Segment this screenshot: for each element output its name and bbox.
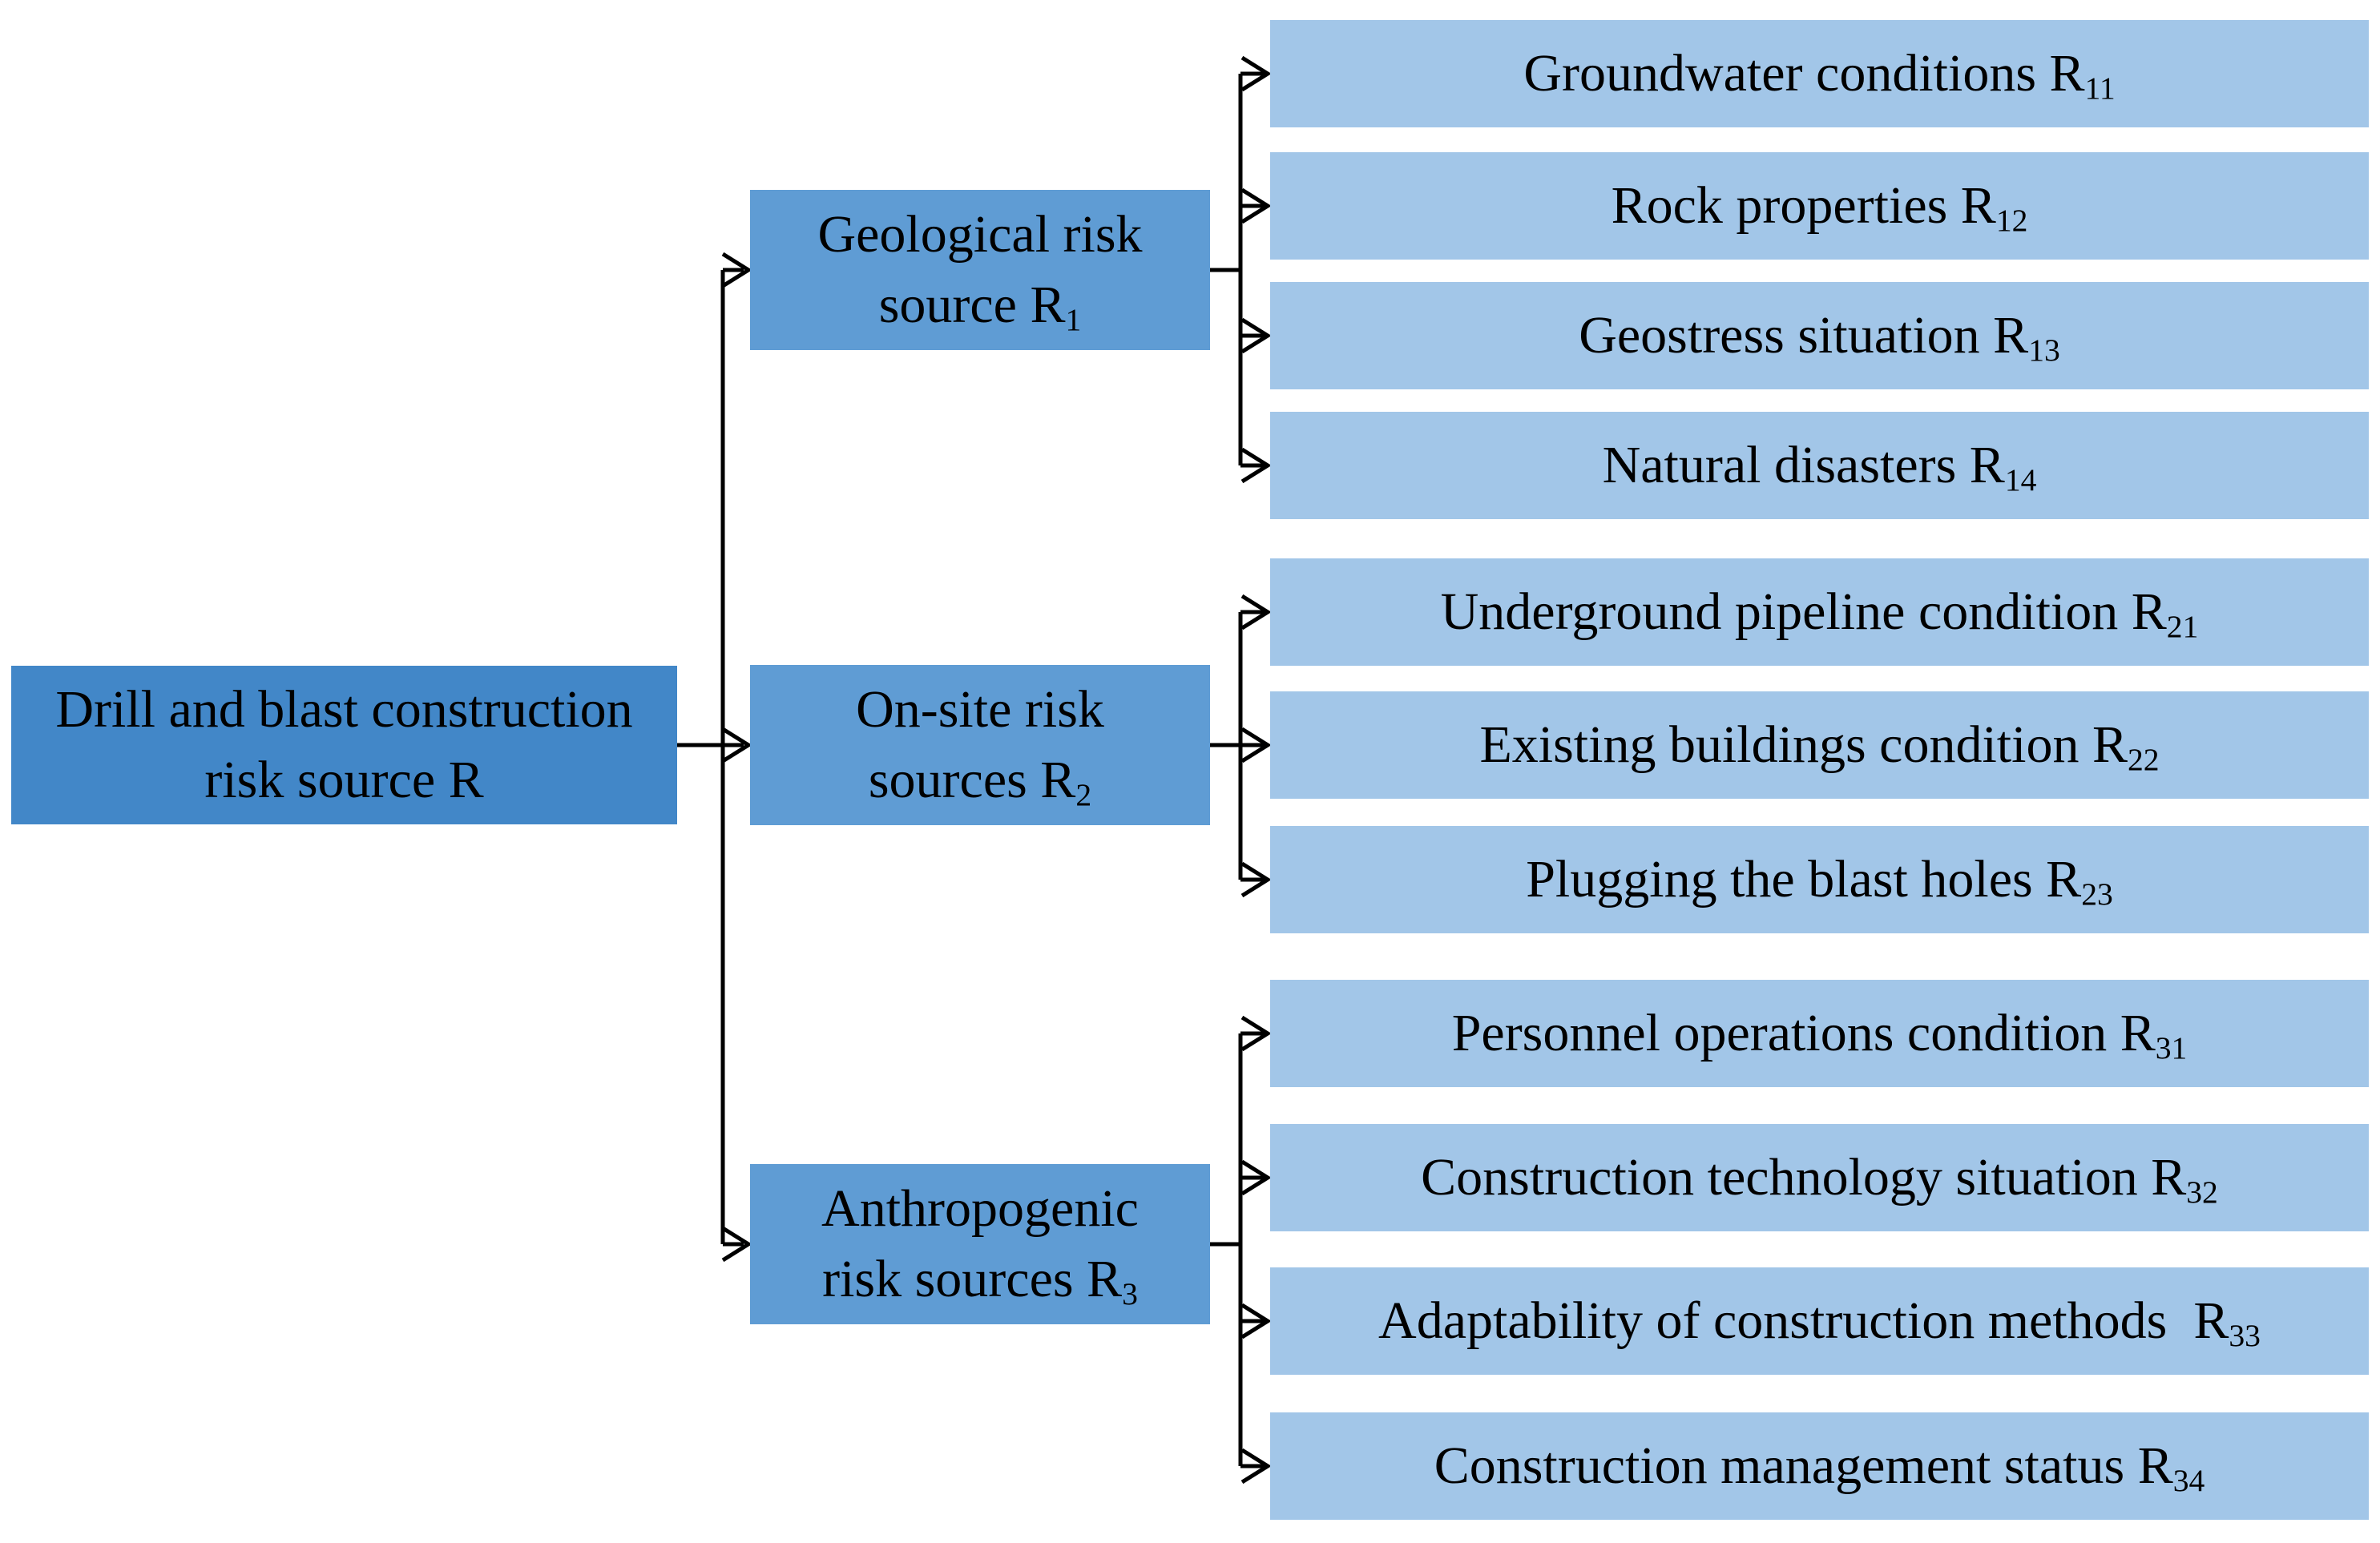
child-r33-label: Adaptability of construction methods R — [1378, 1291, 2229, 1350]
category-node-r2: On-site risk sources R2 — [750, 665, 1210, 825]
child-r14-label: Natural disasters R — [1602, 436, 2005, 494]
child-r12-label-wrap: Rock properties R12 — [1612, 171, 2028, 241]
arrow-into-r2-icon — [721, 727, 752, 763]
child-r21-subscript: 21 — [2166, 608, 2199, 644]
child-r21-label-wrap: Underground pipeline condition R21 — [1441, 577, 2199, 647]
arrow-into-r31-icon — [1240, 1015, 1272, 1052]
category-r2-line2: sources R2 — [869, 745, 1091, 816]
child-r11-label: Groundwater conditions R — [1523, 44, 2085, 103]
category-r1-line2: source R1 — [879, 270, 1082, 340]
arrow-into-r21-icon — [1240, 594, 1272, 630]
arrow-into-r13-icon — [1240, 317, 1272, 354]
child-r23-subscript: 23 — [2081, 876, 2113, 912]
category-r3-line1: Anthropogenic — [821, 1179, 1139, 1238]
child-r22-label-wrap: Existing buildings condition R22 — [1479, 710, 2159, 780]
child-r32-label: Construction technology situation R — [1421, 1148, 2187, 1207]
child-r14-subscript: 14 — [2004, 461, 2037, 498]
child-r33-label-wrap: Adaptability of construction methods R33 — [1378, 1286, 2261, 1356]
child-r11-label-wrap: Groundwater conditions R11 — [1523, 38, 2115, 109]
child-r33-subscript: 33 — [2229, 1317, 2261, 1353]
child-node-r13: Geostress situation R13 — [1270, 282, 2369, 389]
child-r32-label-wrap: Construction technology situation R32 — [1421, 1142, 2218, 1213]
category-node-r3: Anthropogenic risk sources R3 — [750, 1164, 1210, 1324]
category-r1-line1: Geological risk — [817, 205, 1143, 264]
child-node-r34: Construction management status R34 — [1270, 1412, 2369, 1520]
child-node-r31: Personnel operations condition R31 — [1270, 980, 2369, 1087]
child-node-r14: Natural disasters R14 — [1270, 412, 2369, 519]
arrow-into-r12-icon — [1240, 187, 1272, 224]
category-r3-subscript: 3 — [1122, 1275, 1138, 1311]
child-r34-label: Construction management status R — [1434, 1436, 2173, 1495]
root-label-line2: risk source R — [204, 751, 484, 809]
child-r22-subscript: 22 — [2127, 741, 2160, 777]
child-r32-subscript: 32 — [2186, 1174, 2218, 1210]
arrow-into-r33-icon — [1240, 1303, 1272, 1340]
child-r23-label-wrap: Plugging the blast holes R23 — [1526, 844, 2113, 915]
category-node-r1: Geological risk source R1 — [750, 190, 1210, 350]
child-node-r22: Existing buildings condition R22 — [1270, 691, 2369, 799]
category-r3-line2: risk sources R3 — [822, 1244, 1138, 1315]
category-r2-label: sources R — [868, 751, 1076, 809]
child-r12-subscript: 12 — [1995, 202, 2028, 238]
child-r21-label: Underground pipeline condition R — [1440, 582, 2167, 641]
root-node: Drill and blast construction risk source… — [11, 666, 677, 824]
category-r1-label: source R — [878, 276, 1066, 334]
arrow-into-r11-icon — [1240, 55, 1272, 92]
child-r14-label-wrap: Natural disasters R14 — [1603, 430, 2037, 501]
child-r13-label: Geostress situation R — [1579, 306, 2029, 365]
child-r23-label: Plugging the blast holes R — [1526, 850, 2082, 908]
child-r31-label: Personnel operations condition R — [1451, 1004, 2156, 1062]
child-node-r12: Rock properties R12 — [1270, 152, 2369, 260]
arrow-into-r32-icon — [1240, 1159, 1272, 1196]
arrow-into-r1-icon — [721, 252, 752, 288]
child-r12-label: Rock properties R — [1611, 176, 1996, 235]
child-r31-subscript: 31 — [2155, 1029, 2188, 1066]
category-r1-subscript: 1 — [1065, 301, 1082, 337]
child-node-r33: Adaptability of construction methods R33 — [1270, 1267, 2369, 1375]
child-r11-subscript: 11 — [2084, 70, 2116, 106]
child-node-r23: Plugging the blast holes R23 — [1270, 826, 2369, 933]
root-label-line1: Drill and blast construction — [55, 680, 633, 739]
arrow-into-r22-icon — [1240, 727, 1272, 763]
child-r34-subscript: 34 — [2172, 1462, 2205, 1498]
arrow-into-r34-icon — [1240, 1448, 1272, 1485]
child-node-r11: Groundwater conditions R11 — [1270, 20, 2369, 127]
child-r13-label-wrap: Geostress situation R13 — [1579, 300, 2060, 371]
child-node-r32: Construction technology situation R32 — [1270, 1124, 2369, 1231]
arrow-into-r23-icon — [1240, 861, 1272, 898]
child-r34-label-wrap: Construction management status R34 — [1434, 1431, 2205, 1501]
arrow-into-r3-icon — [721, 1226, 752, 1263]
child-r22-label: Existing buildings condition R — [1479, 715, 2128, 774]
child-r13-subscript: 13 — [2028, 332, 2060, 368]
category-r2-subscript: 2 — [1075, 776, 1092, 812]
child-r31-label-wrap: Personnel operations condition R31 — [1452, 998, 2188, 1069]
category-r3-label: risk sources R — [822, 1250, 1123, 1308]
arrow-into-r14-icon — [1240, 447, 1272, 484]
child-node-r21: Underground pipeline condition R21 — [1270, 558, 2369, 666]
category-r2-line1: On-site risk — [856, 680, 1104, 739]
